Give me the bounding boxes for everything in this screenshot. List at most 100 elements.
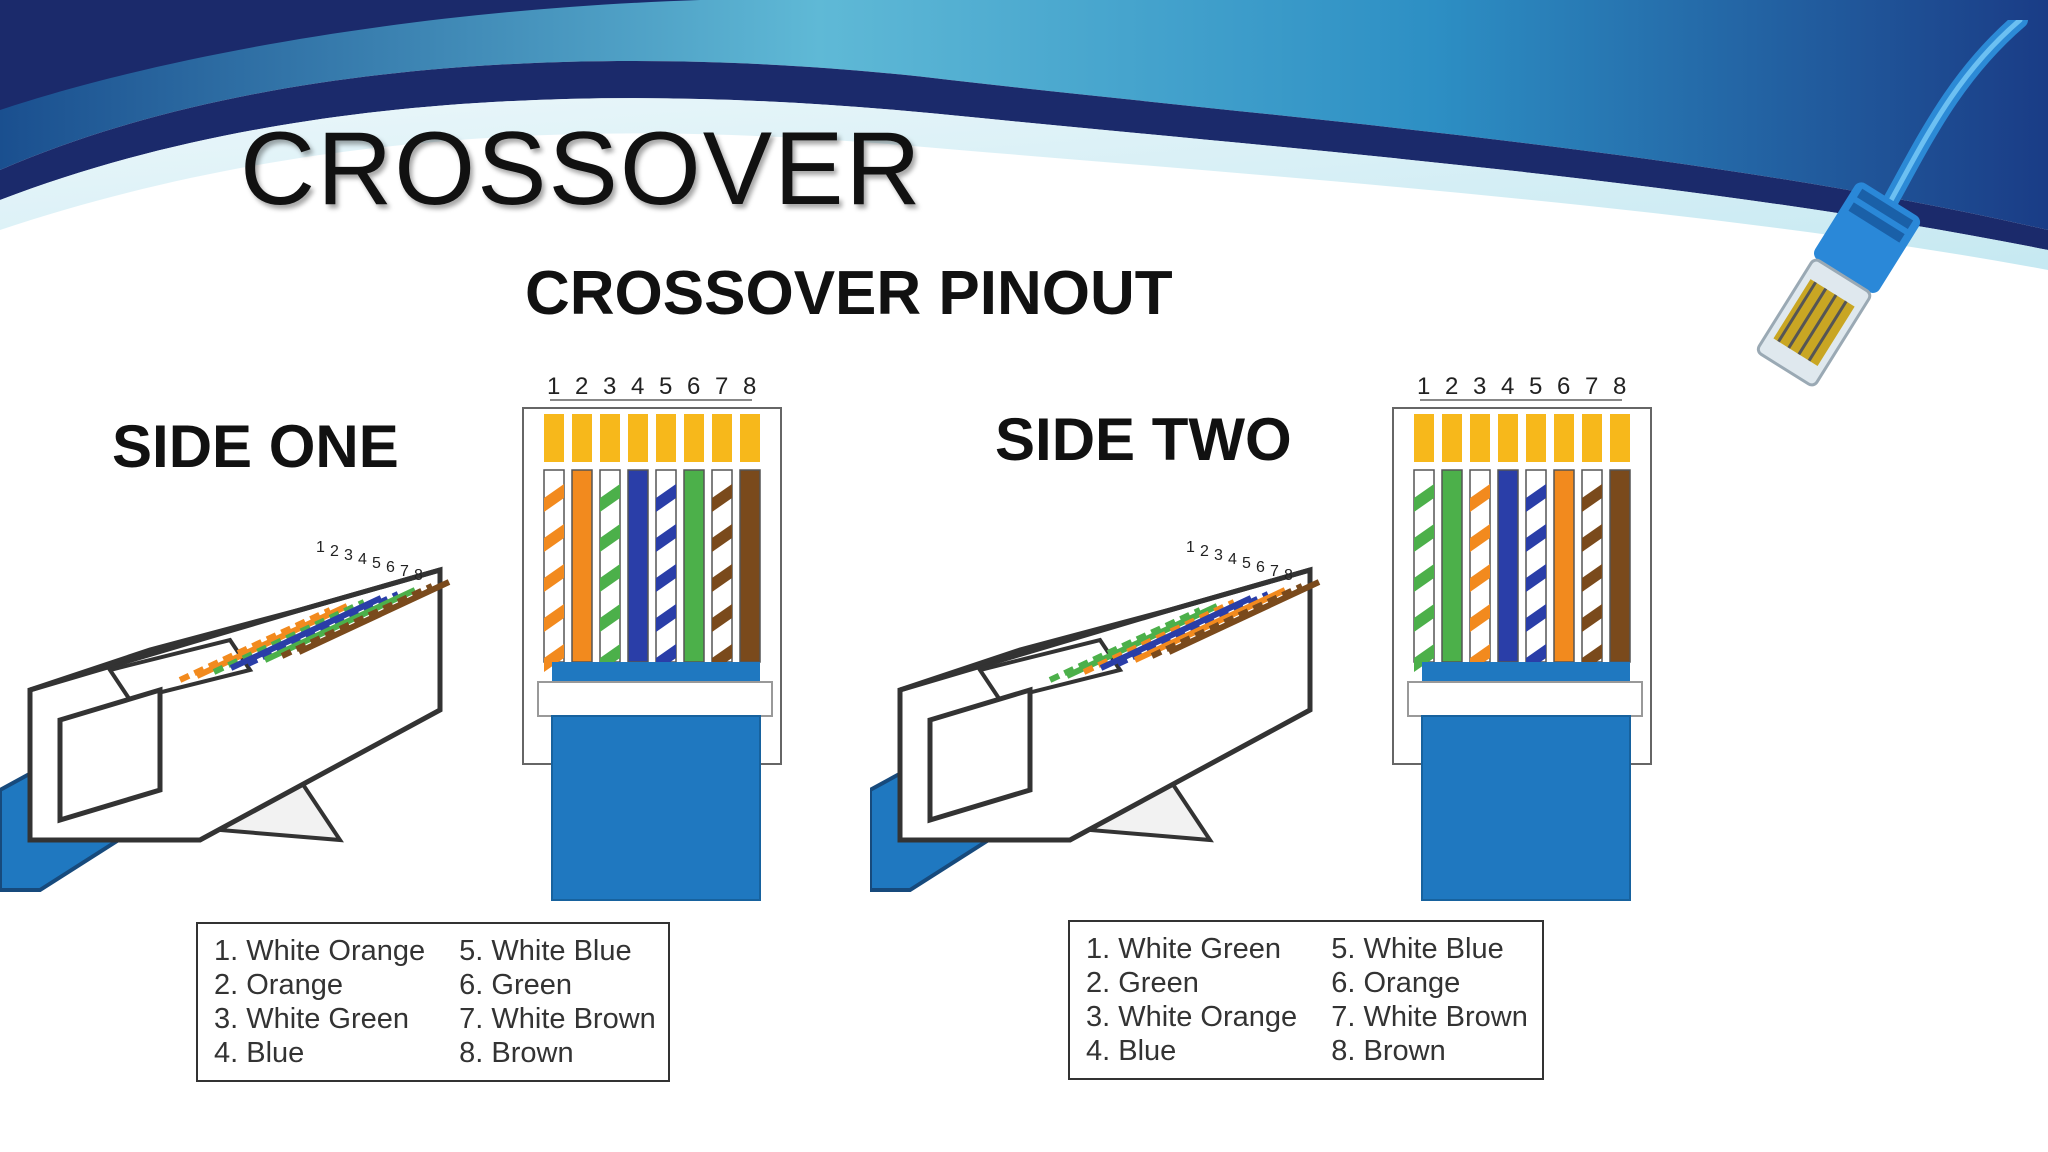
gold-contact <box>656 414 676 462</box>
wire-stripe <box>1526 564 1546 592</box>
wire-stripe <box>1414 604 1434 632</box>
gold-contact <box>1470 414 1490 462</box>
wire-stripe <box>1526 604 1546 632</box>
wire-stripe <box>1582 564 1602 592</box>
gold-contact <box>712 414 732 462</box>
connector-wire <box>178 607 332 683</box>
wire-stripe <box>712 604 732 632</box>
pin-number-label: 5 <box>659 373 672 400</box>
connector-wire <box>212 599 366 675</box>
wire-stripe <box>656 524 676 552</box>
side-two-3d-pin-label: 8 <box>1284 567 1293 584</box>
side-two-connector-3d: 1 2 3 4 5 6 7 8 <box>870 539 1321 892</box>
gold-contact <box>544 414 564 462</box>
side-two-3d-pin-label: 1 <box>1186 539 1195 556</box>
wire-stripe <box>656 484 676 512</box>
gold-contact <box>1526 414 1546 462</box>
connector-wire <box>1133 587 1287 663</box>
side-two-3d-pin-label: 6 <box>1256 559 1265 576</box>
wire-pin-4 <box>1497 469 1519 663</box>
wire-stripe <box>712 484 732 512</box>
pin-number-label: 7 <box>715 373 728 400</box>
wire-pin-2 <box>571 469 593 663</box>
gold-contact <box>1498 414 1518 462</box>
legend-item: 2. Orange <box>214 969 343 1001</box>
wire-stripe <box>656 564 676 592</box>
side-one-3d-pin-label: 5 <box>372 555 381 572</box>
gold-contact <box>1442 414 1462 462</box>
gold-contact <box>1582 414 1602 462</box>
pin-number-label: 4 <box>1501 373 1514 400</box>
connector-wire <box>1082 599 1236 675</box>
side-two-3d-pin-label: 2 <box>1200 543 1209 560</box>
gold-contact <box>1554 414 1574 462</box>
legend-item: 6. Orange <box>1331 967 1461 999</box>
legend-item: 3. White Orange <box>1086 1001 1298 1033</box>
wire-stripe <box>712 524 732 552</box>
side-two-3d-pin-label: 4 <box>1228 551 1237 568</box>
wire-stripe <box>1414 644 1434 672</box>
legend-item: 2. Green <box>1086 967 1199 999</box>
side-one-3d-pin-label: 8 <box>414 567 423 584</box>
wire-stripe <box>600 484 620 512</box>
wire-stripe <box>1470 564 1490 592</box>
wire-stripe <box>1414 564 1434 592</box>
legend-item: 4. Blue <box>1086 1035 1177 1067</box>
pin-number-label: 1 <box>547 373 560 400</box>
connector-wire <box>229 595 383 671</box>
wire-stripe <box>544 604 564 632</box>
pin-number-label: 2 <box>575 373 588 400</box>
gold-contact <box>1610 414 1630 462</box>
side-one-3d-pin-label: 2 <box>330 543 339 560</box>
side-one-legend: 1. White Orange 2. Orange 3. White Green… <box>196 922 670 1082</box>
wire-stripe <box>712 564 732 592</box>
legend-item: 5. White Blue <box>1331 933 1504 965</box>
side-two-3d-pin-label: 7 <box>1270 563 1279 580</box>
wire-pin-2 <box>1441 469 1463 663</box>
slide-title: CROSSOVER <box>240 111 923 227</box>
legend-item: 1. White Green <box>1086 933 1282 965</box>
wire-pin-6 <box>1553 469 1575 663</box>
pin-number-label: 8 <box>743 373 756 400</box>
wire-stripe <box>1414 484 1434 512</box>
wire-stripe <box>1526 484 1546 512</box>
side-one-3d-pin-label: 3 <box>344 547 353 564</box>
wire-stripe <box>1526 524 1546 552</box>
wire-pin-8 <box>739 469 761 663</box>
gold-contact <box>684 414 704 462</box>
legend-item: 6. Green <box>459 969 572 1001</box>
gold-contact <box>628 414 648 462</box>
side-two-label: SIDE TWO <box>995 406 1292 473</box>
connector-wire <box>195 603 349 679</box>
gold-contact <box>740 414 760 462</box>
wire-stripe <box>656 604 676 632</box>
side-two-3d-pin-label: 3 <box>1214 547 1223 564</box>
side-two-3d-wires <box>1048 579 1321 683</box>
legend-item: 7. White Brown <box>1331 1001 1528 1033</box>
connector-wire <box>1150 583 1304 659</box>
wire-stripe <box>600 604 620 632</box>
wire-stripe <box>1470 524 1490 552</box>
wire-stripe <box>600 524 620 552</box>
patch-cable-image <box>1756 20 2028 387</box>
pin-number-label: 6 <box>687 373 700 400</box>
connector-wire <box>263 587 417 663</box>
wire-stripe <box>1582 604 1602 632</box>
wire-pin-6 <box>683 469 705 663</box>
legend-item: 3. White Green <box>214 1003 410 1035</box>
connector-wire <box>297 579 451 655</box>
gold-contact <box>572 414 592 462</box>
legend-item: 1. White Orange <box>214 935 426 967</box>
side-one-3d-pin-label: 6 <box>386 559 395 576</box>
wire-stripe <box>1582 524 1602 552</box>
pin-number-label: 2 <box>1445 373 1458 400</box>
connector-wire <box>1065 603 1219 679</box>
side-two-legend: 1. White Green 2. Green 3. White Orange … <box>1068 920 1544 1080</box>
side-one-connector-3d: 1 2 3 4 5 6 7 8 <box>0 539 451 892</box>
legend-item: 8. Brown <box>1331 1035 1446 1067</box>
wire-stripe <box>1414 524 1434 552</box>
side-one-3d-pin-label: 4 <box>358 551 367 568</box>
connector-wire <box>246 591 400 667</box>
side-one-3d-pin-label: 1 <box>316 539 325 556</box>
